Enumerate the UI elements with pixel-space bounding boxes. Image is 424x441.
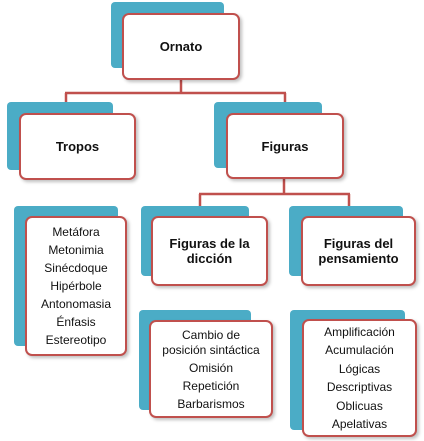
list-item: Cambio de — [181, 327, 241, 342]
node-pensamiento-title-line1: Figuras del — [323, 236, 394, 251]
node-figuras-box: Figuras — [226, 113, 344, 179]
list-item: Descriptivas — [326, 380, 393, 394]
node-ornato-title: Ornato — [159, 39, 203, 54]
node-diccion-title-line2: dicción — [186, 251, 233, 266]
list-item: Antonomasia — [40, 297, 112, 311]
list-item: Acumulación — [325, 343, 394, 357]
list-item: Amplificación — [324, 324, 395, 339]
list-item: Sinécdoque — [44, 261, 108, 275]
node-diccion-box: Figuras de la dicción — [151, 216, 268, 286]
node-pensamiento-list-box: Amplificación Acumulación Lógicas Descri… — [302, 319, 417, 437]
list-item: Repetición — [182, 378, 240, 393]
node-figuras-title: Figuras — [261, 138, 309, 154]
list-item: Hipérbole — [50, 279, 102, 293]
node-tropos-box: Tropos — [19, 113, 136, 180]
list-item: Apelativas — [331, 417, 388, 431]
node-ornato-box: Ornato — [122, 13, 240, 80]
list-item: posición sintáctica — [162, 342, 260, 357]
list-item: Metonimia — [48, 243, 104, 257]
node-tropos-title: Tropos — [55, 139, 100, 154]
node-tropos-list-box: Metáfora Metonimia Sinécdoque Hipérbole … — [25, 216, 127, 356]
list-item: Énfasis — [56, 315, 96, 329]
list-item: Metáfora — [52, 225, 100, 239]
list-item: Oblicuas — [336, 398, 383, 413]
node-diccion-title-line1: Figuras de la — [169, 236, 250, 251]
node-pensamiento-box: Figuras del pensamiento — [301, 216, 416, 286]
node-diccion-list-box: Cambio de posición sintáctica Omisión Re… — [149, 320, 273, 418]
list-item: Lógicas — [338, 361, 381, 376]
list-item: Barbarismos — [177, 396, 245, 411]
list-item: Estereotipo — [45, 333, 107, 347]
list-item: Omisión — [188, 360, 233, 375]
node-pensamiento-title-line2: pensamiento — [318, 251, 399, 266]
